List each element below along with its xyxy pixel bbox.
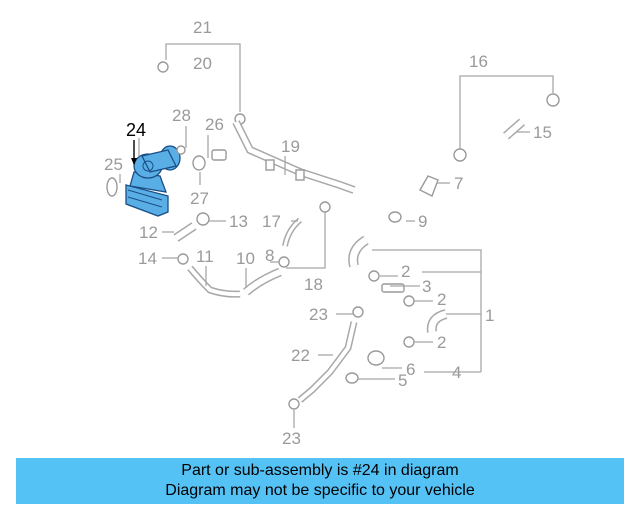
- callout-21: 21: [193, 18, 212, 37]
- part-23a-clamp: [352, 306, 364, 318]
- part-16-clamp-a: [546, 93, 560, 107]
- part-25-oring: [106, 177, 118, 197]
- part-2b-clamp: [403, 295, 415, 307]
- callout-4: 4: [452, 363, 461, 382]
- part-14-clamp: [177, 253, 189, 265]
- parts-diagram: 21 20 28 26 24 25 27 19 16 15 7 9 13 12 …: [104, 18, 560, 448]
- callout-28: 28: [172, 106, 191, 125]
- callout-2-upper: 2: [401, 262, 410, 281]
- callout-8: 8: [265, 246, 274, 265]
- callout-12: 12: [139, 223, 158, 242]
- part-18-clamp: [319, 201, 331, 213]
- callout-15: 15: [533, 123, 552, 142]
- callout-1: 1: [485, 306, 494, 325]
- part-20-hose: [171, 68, 234, 109]
- callout-2-lower: 2: [437, 333, 446, 352]
- callout-5: 5: [398, 371, 407, 390]
- banner-line-2: Diagram may not be specific to your vehi…: [165, 482, 475, 499]
- leader-lines: [119, 43, 554, 428]
- callout-11: 11: [196, 247, 214, 266]
- callout-22: 22: [291, 346, 310, 365]
- part-21-clamp-a: [157, 61, 169, 73]
- part-13-clamp: [196, 212, 210, 226]
- part-15-hose: [503, 118, 525, 140]
- part-24-highlighted[interactable]: [125, 145, 181, 217]
- part-11-pipe: [187, 265, 241, 298]
- callout-23-lower: 23: [282, 429, 301, 448]
- part-9-clamp: [388, 211, 402, 223]
- callout-3: 3: [422, 277, 431, 296]
- part-2a-clamp: [368, 270, 380, 282]
- part-10-hose: [243, 267, 282, 296]
- part-17-pipe: [282, 217, 302, 247]
- part-7-fitting: [419, 175, 439, 197]
- callout-2-middle: 2: [437, 290, 446, 309]
- part-3-fitting: [381, 283, 405, 293]
- callout-16: 16: [469, 52, 488, 71]
- callout-13: 13: [229, 212, 248, 231]
- banner-line-1: Part or sub-assembly is #24 in diagram: [181, 462, 459, 479]
- callout-6: 6: [406, 360, 415, 379]
- callout-26: 26: [205, 115, 224, 134]
- callout-20: 20: [193, 54, 212, 73]
- part-23b-clamp: [288, 398, 300, 410]
- part-2c-clamp: [403, 336, 415, 348]
- callout-27: 27: [190, 189, 209, 208]
- callout-19: 19: [281, 137, 300, 156]
- callout-25: 25: [104, 155, 123, 174]
- callout-23-upper: 23: [309, 305, 328, 324]
- part-28-bolt: [176, 145, 186, 155]
- callout-7: 7: [454, 174, 463, 193]
- part-26-sensor: [211, 149, 227, 161]
- callout-18: 18: [304, 275, 323, 294]
- part-22-pipe: [297, 321, 358, 403]
- callout-17: 17: [262, 212, 281, 231]
- part-27-gasket: [192, 155, 206, 171]
- part-1-hose: [426, 309, 448, 333]
- part-8-clamp: [278, 256, 290, 268]
- part-5-oring: [345, 372, 359, 384]
- part-6-fitting: [367, 350, 385, 366]
- part-2a-hose: [348, 235, 369, 268]
- callout-14: 14: [138, 249, 157, 268]
- info-banner: Part or sub-assembly is #24 in diagram D…: [16, 458, 624, 504]
- part-19-pipe: [232, 120, 356, 194]
- callout-10: 10: [236, 249, 255, 268]
- callout-24: 24: [126, 120, 146, 140]
- part-16-clamp-b: [453, 148, 467, 162]
- callout-9: 9: [418, 212, 427, 231]
- part-12-hose: [173, 222, 197, 242]
